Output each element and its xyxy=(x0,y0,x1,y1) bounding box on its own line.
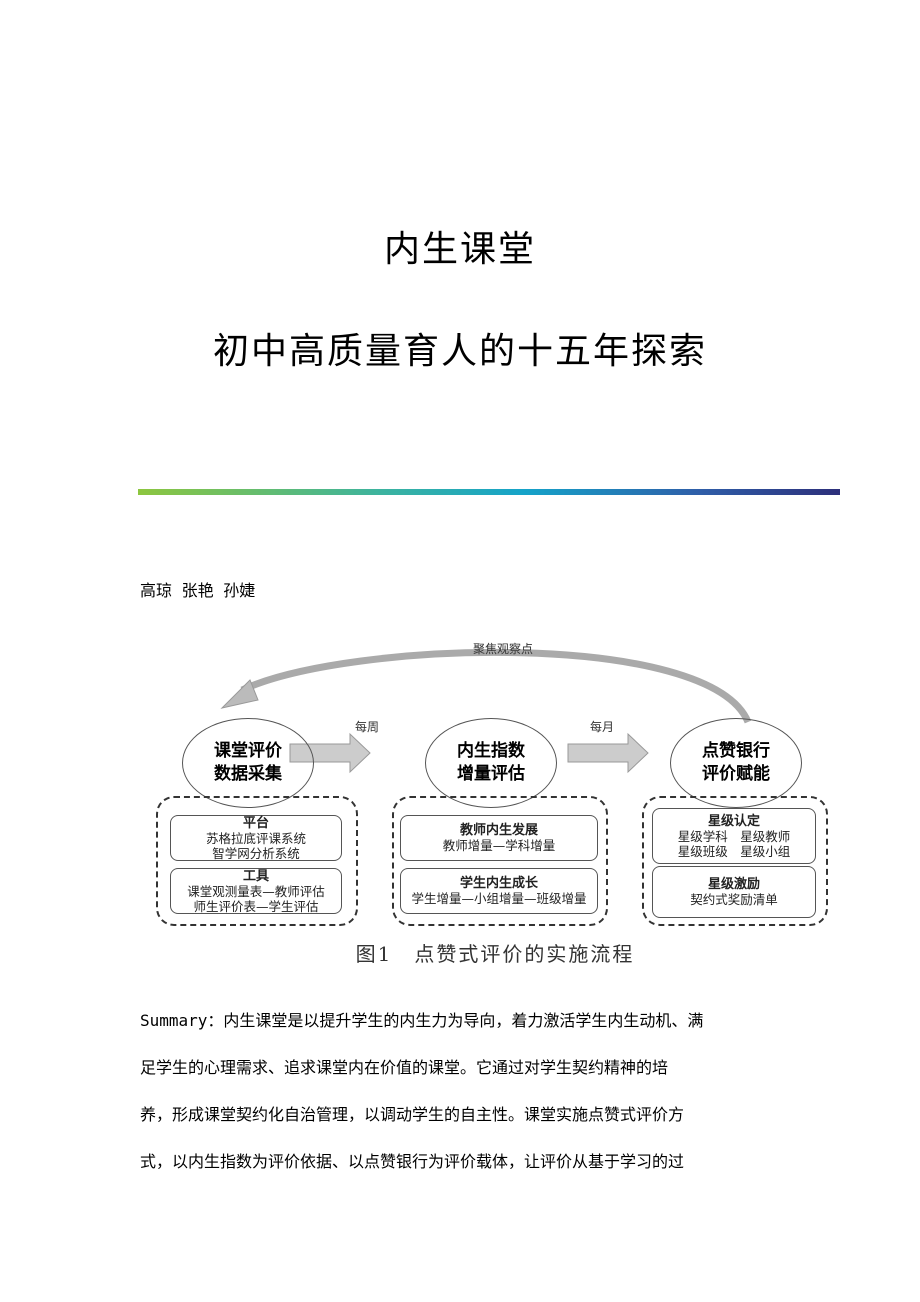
box-tools: 工具课堂观测量表—教师评估师生评价表—学生评估 xyxy=(170,868,342,914)
node-text: 增量评估 xyxy=(457,764,525,784)
node-like-bank: 点赞银行评价赋能 xyxy=(670,718,802,808)
box-text: 苏格拉底评课系统 xyxy=(205,830,306,846)
box-star-rating: 星级认定星级学科 星级教师星级班级 星级小组 xyxy=(652,808,816,864)
arrow-monthly xyxy=(567,732,649,774)
box-text: 星级班级 星级小组 xyxy=(677,843,791,859)
box-text: 学生增量—小组增量—班级增量 xyxy=(411,891,587,906)
box-head: 工具 xyxy=(242,868,269,884)
box-head: 教师内生发展 xyxy=(459,823,538,838)
box-star-incentive: 星级激励契约式奖励清单 xyxy=(652,866,816,918)
summary-line: 养，形成课堂契约化自治管理，以调动学生的自主性。课堂实施点赞式评价方 xyxy=(140,1105,685,1124)
group-col3 xyxy=(642,796,828,926)
node-data-collection: 课堂评价数据采集 xyxy=(182,718,314,808)
box-text: 课堂观测量表—教师评估 xyxy=(187,883,325,899)
figure-flowchart: 聚焦观察点 每周 每月 课堂评价数据采集 内生指数增量评估 点赞银行评价赋能 平… xyxy=(150,630,840,975)
box-text: 师生评价表—学生评估 xyxy=(193,898,319,914)
box-head: 星级认定 xyxy=(707,813,760,829)
loop-arrow xyxy=(240,649,752,724)
loop-arrowhead xyxy=(220,679,259,709)
box-text: 智学网分析系统 xyxy=(212,845,300,861)
monthly-label: 每月 xyxy=(590,720,615,734)
box-text: 教师增量—学科增量 xyxy=(442,838,556,853)
authors: 高琼 张艳 孙婕 xyxy=(140,581,256,600)
figure-caption: 图1 点赞式评价的实施流程 xyxy=(355,942,635,966)
node-text: 点赞银行 xyxy=(702,741,770,761)
box-platform: 平台苏格拉底评课系统智学网分析系统 xyxy=(170,815,342,861)
group-col1 xyxy=(156,796,358,926)
node-index-evaluation: 内生指数增量评估 xyxy=(425,718,557,808)
summary-line: 式，以内生指数为评价依据、以点赞银行为评价载体，让评价从基于学习的过 xyxy=(140,1152,685,1171)
box-head: 学生内生成长 xyxy=(459,876,538,891)
box-student: 学生内生成长学生增量—小组增量—班级增量 xyxy=(400,868,598,914)
summary-paragraph: Summary：内生课堂是以提升学生的内生力为导向，着力激活学生内生动机、满 足… xyxy=(140,1007,790,1195)
weekly-label: 每周 xyxy=(355,720,380,734)
node-text: 课堂评价 xyxy=(214,741,282,761)
box-teacher: 教师内生发展教师增量—学科增量 xyxy=(400,815,598,861)
group-col2 xyxy=(392,796,608,926)
box-head: 平台 xyxy=(242,815,269,831)
box-text: 星级学科 星级教师 xyxy=(677,828,791,844)
loop-label: 聚焦观察点 xyxy=(473,642,534,656)
title-line-1: 内生课堂 xyxy=(383,229,536,270)
gradient-divider xyxy=(138,489,840,495)
summary-line: Summary：内生课堂是以提升学生的内生力为导向，着力激活学生内生动机、满 xyxy=(140,1011,704,1030)
box-head: 星级激励 xyxy=(707,877,760,892)
summary-line: 足学生的心理需求、追求课堂内在价值的课堂。它通过对学生契约精神的培 xyxy=(140,1058,669,1077)
title-line-2: 初中高质量育人的十五年探索 xyxy=(212,331,707,372)
node-text: 数据采集 xyxy=(214,764,282,784)
box-text: 契约式奖励清单 xyxy=(690,892,778,907)
node-text: 评价赋能 xyxy=(702,764,770,784)
node-text: 内生指数 xyxy=(457,741,525,761)
